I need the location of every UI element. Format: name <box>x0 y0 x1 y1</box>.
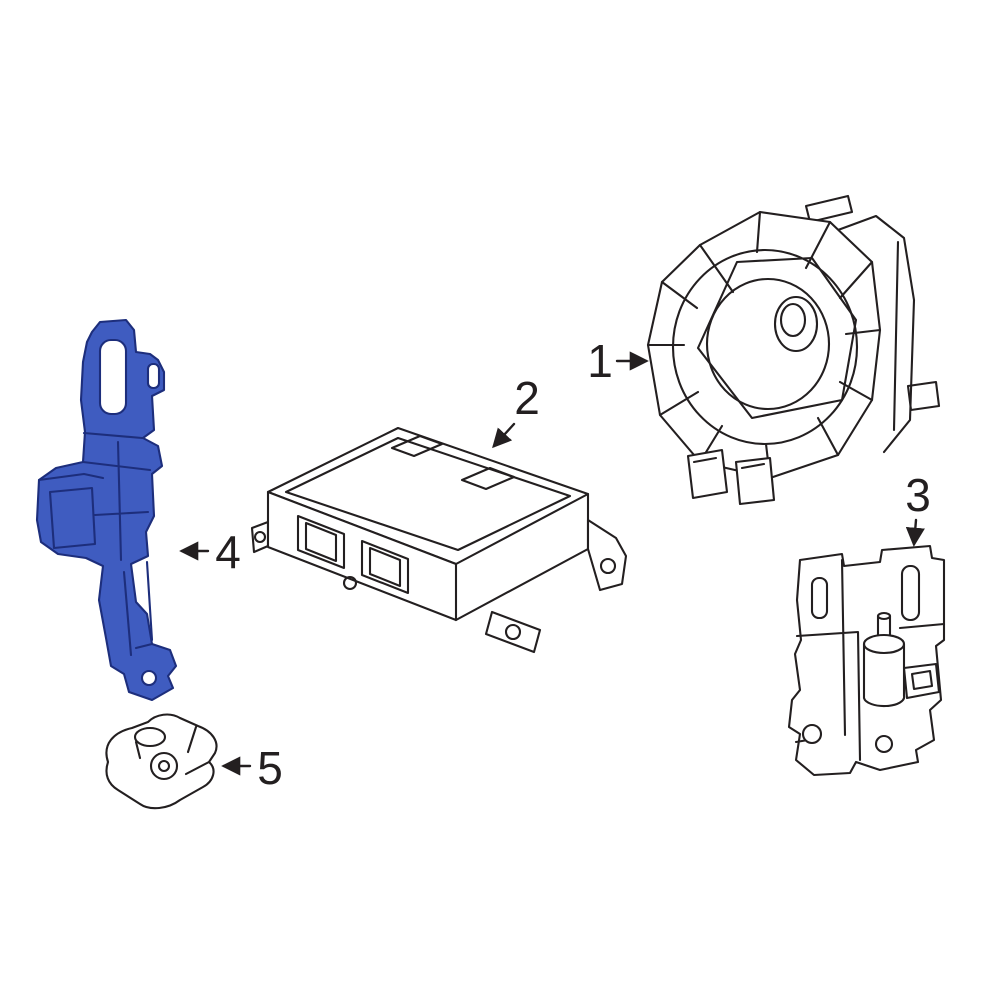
clock-spring-connector-1 <box>686 448 729 500</box>
callout-2-label-scope: 2 <box>514 372 540 424</box>
sensor-bracket-cylinder-top <box>862 633 906 655</box>
diagram-linework: 1 2 3 4 <box>35 194 946 810</box>
srs-module-top-details <box>390 434 516 491</box>
callout-3-arrow <box>905 518 925 547</box>
callout-3: 3 <box>905 469 931 547</box>
srs-module-bottom-tab <box>484 610 542 654</box>
srs-module-right-bracket-hole <box>599 557 617 575</box>
highlighted-bracket-outline <box>35 318 178 702</box>
sensor-bracket-connector <box>902 662 941 700</box>
callout-4-label-scope: 4 <box>215 526 241 578</box>
highlighted-bracket-detail-lines <box>37 431 154 657</box>
clock-spring-inner-ring <box>705 277 831 411</box>
sensor-bracket-slot-right <box>900 564 921 622</box>
highlighted-bracket-ear-slot <box>146 362 161 390</box>
callout-1-label: 1 <box>587 335 613 387</box>
callout-3-label-scope: 3 <box>905 469 931 521</box>
srs-module-right-bracket <box>586 518 628 592</box>
highlighted-bracket-top-slot <box>98 338 128 416</box>
callout-1: 1 <box>587 335 649 387</box>
srs-module-front-hole <box>342 575 358 591</box>
srs-module-left-tab-hole <box>253 530 267 544</box>
clock-spring-center-boss <box>773 295 819 353</box>
callout-4-label: 4 <box>215 526 241 578</box>
srs-module-top-inset <box>284 436 572 552</box>
impact-sensor-detail-lines <box>134 725 211 776</box>
sensor-bracket-hole-center <box>874 734 894 754</box>
clock-spring-connector-2 <box>734 456 776 506</box>
clock-spring-rear-plate <box>836 214 916 454</box>
callout-5-label: 5 <box>257 742 283 794</box>
impact-sensor-bump <box>133 726 167 748</box>
part-impact-sensor <box>105 713 218 810</box>
sensor-bracket-stud <box>876 614 892 638</box>
clock-spring-spoke-lines <box>646 210 882 480</box>
callout-5: 5 <box>221 742 283 794</box>
clock-spring-center-hole <box>779 302 807 338</box>
callout-4: 4 <box>179 526 241 578</box>
part-module-bracket-highlighted <box>35 318 178 702</box>
srs-module-bottom-tab-hole <box>504 623 522 641</box>
highlighted-bracket-foot-hole <box>140 669 158 687</box>
callout-1-label-scope: 1 <box>587 335 613 387</box>
srs-module-pocket-1 <box>296 514 346 570</box>
srs-module-pocket-2 <box>360 539 410 595</box>
callout-2-label: 2 <box>514 372 540 424</box>
callout-2-arrow <box>492 422 516 449</box>
callout-5-label-scope: 5 <box>257 742 283 794</box>
highlighted-part-stroke-scope <box>35 318 178 702</box>
impact-sensor-boss-hole <box>157 759 171 773</box>
sensor-bracket-bend-lines <box>794 558 946 762</box>
callout-3-label: 3 <box>905 469 931 521</box>
impact-sensor-boss <box>149 751 179 781</box>
clock-spring-top-tab <box>804 194 854 224</box>
sensor-bracket-slot-left <box>810 576 829 620</box>
clock-spring-right-tab <box>906 380 941 412</box>
callout-2: 2 <box>492 372 540 449</box>
part-clock-spring <box>646 194 941 506</box>
part-srs-control-module <box>250 426 628 654</box>
part-sensor-bracket <box>787 544 946 777</box>
sensor-bracket-stud-top <box>876 611 892 621</box>
sensor-bracket-hole-left <box>801 723 823 745</box>
